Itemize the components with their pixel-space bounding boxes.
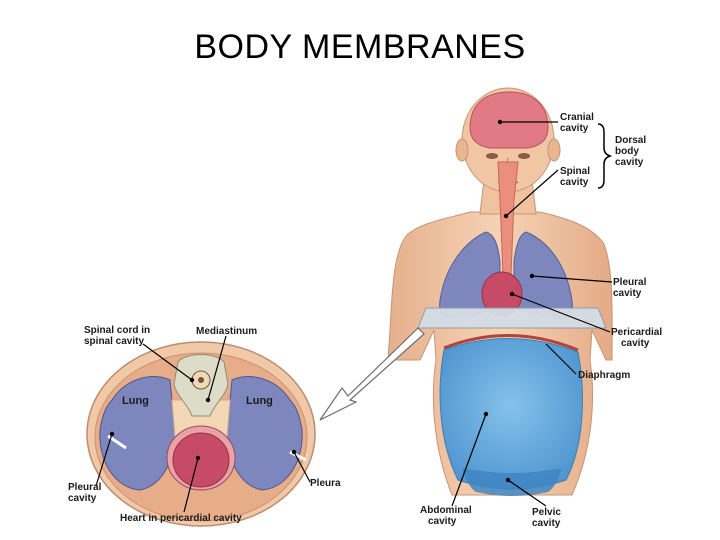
section-arrow (319, 327, 425, 421)
label-dorsal-body-cavity: Dorsal body cavity (615, 135, 649, 168)
pelvic-cavity-shape (462, 468, 562, 496)
label-mediastinum: Mediastinum (196, 326, 257, 337)
eye-right (518, 153, 530, 159)
eye-left (486, 153, 498, 159)
ear-left (455, 138, 469, 162)
label-lung-left: Lung (122, 395, 149, 407)
ear-right (547, 138, 561, 162)
label-pelvic-cavity: Pelvic cavity (532, 507, 564, 529)
label-pericardial-cavity: Pericardial cavity (611, 327, 665, 349)
leader-lines (95, 121, 613, 513)
diaphragm-line (443, 334, 579, 352)
page-title: BODY MEMBRANES (194, 28, 526, 66)
dorsal-brace (597, 123, 613, 189)
body-figure (387, 87, 613, 496)
cross-section (86, 341, 316, 527)
labels: Cranial cavity Dorsal body cavity Spinal… (68, 112, 665, 529)
abdominal-cavity-shape (439, 338, 583, 490)
label-pleura: Pleura (310, 478, 341, 489)
cranial-cavity-shape (469, 91, 549, 149)
cross-lung-left (99, 376, 177, 491)
spinal-cord-center (198, 377, 204, 383)
label-spinal-cavity: Spinal cavity (560, 166, 593, 188)
label-pleural-cavity-cross: Pleural cavity (68, 482, 104, 504)
label-abdominal-cavity: Abdominal cavity (420, 505, 474, 527)
label-pleural-cavity: Pleural cavity (613, 277, 649, 299)
label-lung-right: Lung (246, 395, 273, 407)
cross-heart (172, 432, 230, 488)
label-diaphragm: Diaphragm (578, 370, 630, 381)
label-heart: Heart in pericardial cavity (120, 513, 242, 524)
label-spinal-cord: Spinal cord in spinal cavity (84, 325, 153, 347)
cross-lung-right (225, 376, 303, 491)
section-plane (417, 307, 607, 329)
leader-dots (109, 119, 535, 483)
label-cranial-cavity: Cranial cavity (560, 112, 597, 134)
